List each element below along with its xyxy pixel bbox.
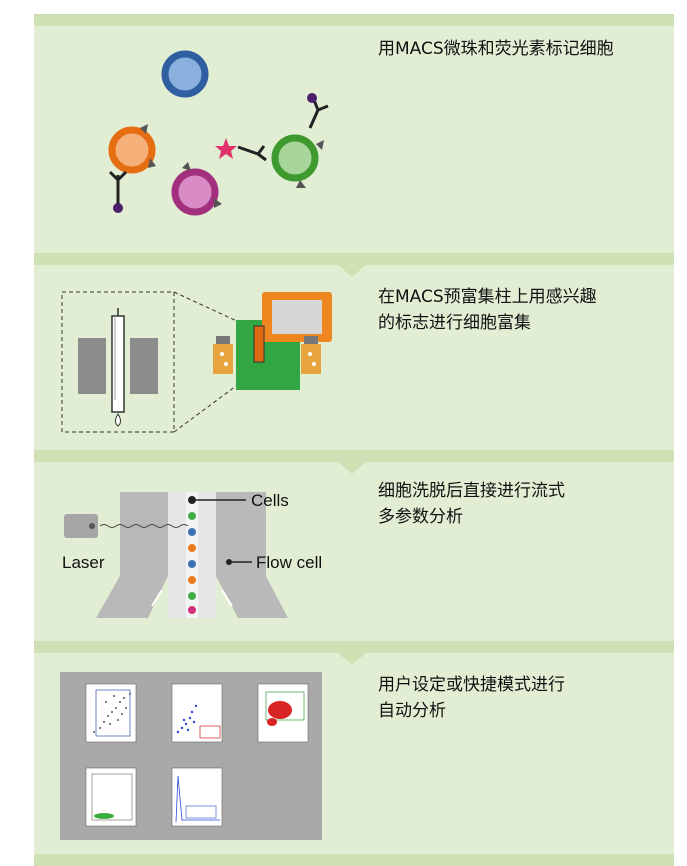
fluorochrome-star-icon xyxy=(215,138,237,159)
cell-icon xyxy=(161,50,209,98)
step-2-text: 在MACS预富集柱上用感兴趣 的标志进行细胞富集 xyxy=(378,284,597,336)
step-3-illustration: Cells Laser Flow cell xyxy=(62,491,322,618)
cell-stream xyxy=(188,496,196,614)
separator-2 xyxy=(34,450,674,462)
separator-1 xyxy=(34,253,674,265)
separator-arrow-2 xyxy=(338,462,366,474)
cell-icon xyxy=(171,162,222,216)
step-4-text: 用户设定或快捷模式进行 自动分析 xyxy=(378,672,565,724)
step-1-line: 用MACS微珠和荧光素标记细胞 xyxy=(378,39,614,59)
cell-icon xyxy=(271,134,324,188)
laser-label: Laser xyxy=(62,553,105,572)
step-3-line-2: 多参数分析 xyxy=(378,507,463,527)
step-3-text: 细胞洗脱后直接进行流式 多参数分析 xyxy=(378,478,565,530)
cell-icon xyxy=(108,124,156,174)
plot-thumbnail xyxy=(85,767,137,827)
laser-icon xyxy=(64,514,189,538)
step-2-illustration xyxy=(61,291,332,433)
step-4-line-2: 自动分析 xyxy=(378,701,446,721)
step-3-line-1: 细胞洗脱后直接进行流式 xyxy=(378,481,565,501)
column-icon xyxy=(78,308,158,427)
top-band xyxy=(34,14,674,26)
flow-cell-icon xyxy=(96,492,288,618)
separator-arrow-3 xyxy=(338,653,366,665)
separator-3 xyxy=(34,641,674,653)
step-1-text: 用MACS微珠和荧光素标记细胞 xyxy=(378,36,614,62)
step-1-illustration xyxy=(108,50,329,216)
flow-cell-label: Flow cell xyxy=(256,553,322,572)
step-2-line-1: 在MACS预富集柱上用感兴趣 xyxy=(378,287,597,307)
antibody-icon xyxy=(307,93,329,129)
separator-arrow-1 xyxy=(338,265,366,277)
cells-label: Cells xyxy=(251,491,289,510)
bottom-band xyxy=(34,854,674,866)
antibody-icon xyxy=(237,145,267,162)
plot-thumbnail xyxy=(171,767,223,827)
antibody-icon xyxy=(108,170,128,213)
plot-thumbnail xyxy=(171,683,223,743)
plot-thumbnails xyxy=(60,672,322,840)
step-4-line-1: 用户设定或快捷模式进行 xyxy=(378,675,565,695)
step-2-line-2: 的标志进行细胞富集 xyxy=(378,313,531,333)
plot-thumbnail xyxy=(85,683,137,743)
plot-thumbnail xyxy=(257,683,309,743)
separator-icon xyxy=(213,292,332,390)
